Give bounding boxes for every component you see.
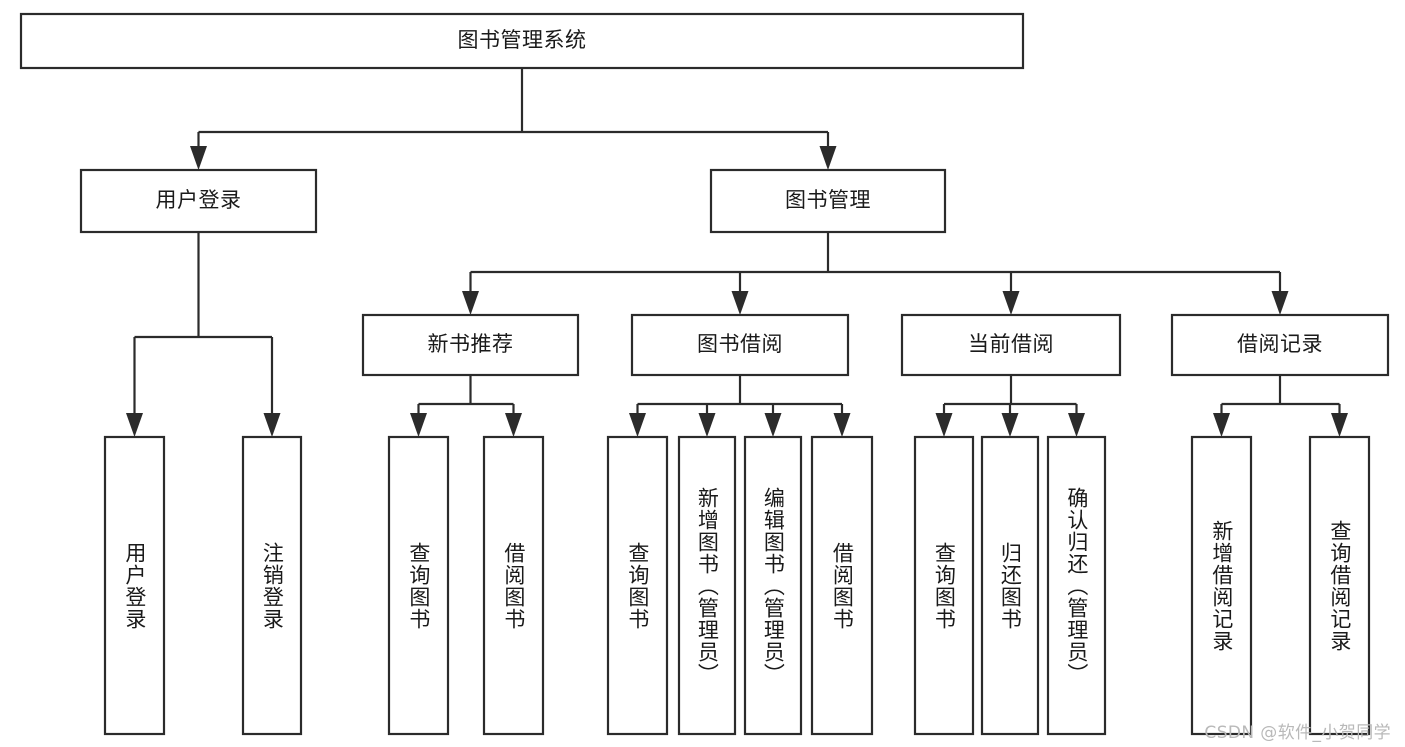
node-box-leaf-cur-2[interactable] bbox=[980, 435, 1040, 736]
arrow-head bbox=[1271, 291, 1289, 315]
node-box-leaf-cur-1[interactable] bbox=[913, 435, 975, 736]
arrow-head bbox=[731, 291, 749, 315]
connector-group-bus-records bbox=[1213, 375, 1348, 437]
node-box-leaf-cur-3[interactable] bbox=[1046, 435, 1107, 736]
node-box-leaf-rec-1[interactable] bbox=[1190, 435, 1253, 736]
node-box-layer bbox=[19, 12, 1390, 736]
arrow-head bbox=[819, 146, 837, 170]
node-box-login[interactable] bbox=[79, 168, 318, 234]
arrow-head bbox=[462, 291, 479, 315]
node-box-leaf-new-2[interactable] bbox=[482, 435, 545, 736]
node-box-leaf-rec-2[interactable] bbox=[1308, 435, 1371, 736]
node-box-borrow[interactable] bbox=[630, 313, 850, 377]
arrow-head bbox=[1213, 413, 1230, 437]
arrow-head bbox=[1068, 413, 1085, 437]
arrow-head bbox=[190, 146, 207, 170]
node-box-leaf-borrow-4[interactable] bbox=[810, 435, 874, 736]
node-box-leaf-new-1[interactable] bbox=[387, 435, 450, 736]
node-box-current[interactable] bbox=[900, 313, 1122, 377]
node-box-bookmgmt[interactable] bbox=[709, 168, 947, 234]
arrow-head bbox=[935, 413, 953, 437]
connector-group-bus-bookmgmt bbox=[462, 232, 1289, 315]
connector-group-bus-borrow bbox=[629, 375, 851, 437]
arrow-head bbox=[1001, 413, 1019, 437]
node-box-leaf-login-2[interactable] bbox=[241, 435, 303, 736]
connector-group-bus-current bbox=[935, 375, 1085, 437]
node-box-leaf-borrow-3[interactable] bbox=[743, 435, 803, 736]
node-box-records[interactable] bbox=[1170, 313, 1390, 377]
arrow-head bbox=[698, 413, 716, 437]
arrow-head bbox=[505, 413, 522, 437]
node-box-root[interactable] bbox=[19, 12, 1025, 70]
connector-group-bus-newbook bbox=[410, 375, 522, 437]
connector-group-bus-login bbox=[126, 232, 281, 437]
arrow-head bbox=[629, 413, 646, 437]
arrow-head bbox=[833, 413, 851, 437]
arrow-head bbox=[764, 413, 782, 437]
node-box-leaf-borrow-1[interactable] bbox=[606, 435, 669, 736]
arrow-head bbox=[263, 413, 281, 437]
arrow-head bbox=[126, 413, 143, 437]
arrow-head bbox=[1331, 413, 1348, 437]
connector-group-bus-root bbox=[190, 68, 837, 170]
arrow-head bbox=[410, 413, 427, 437]
node-box-leaf-borrow-2[interactable] bbox=[677, 435, 737, 736]
node-box-leaf-login-1[interactable] bbox=[103, 435, 166, 736]
connector-layer bbox=[126, 68, 1348, 437]
node-box-newbook[interactable] bbox=[361, 313, 580, 377]
arrow-head bbox=[1002, 291, 1020, 315]
